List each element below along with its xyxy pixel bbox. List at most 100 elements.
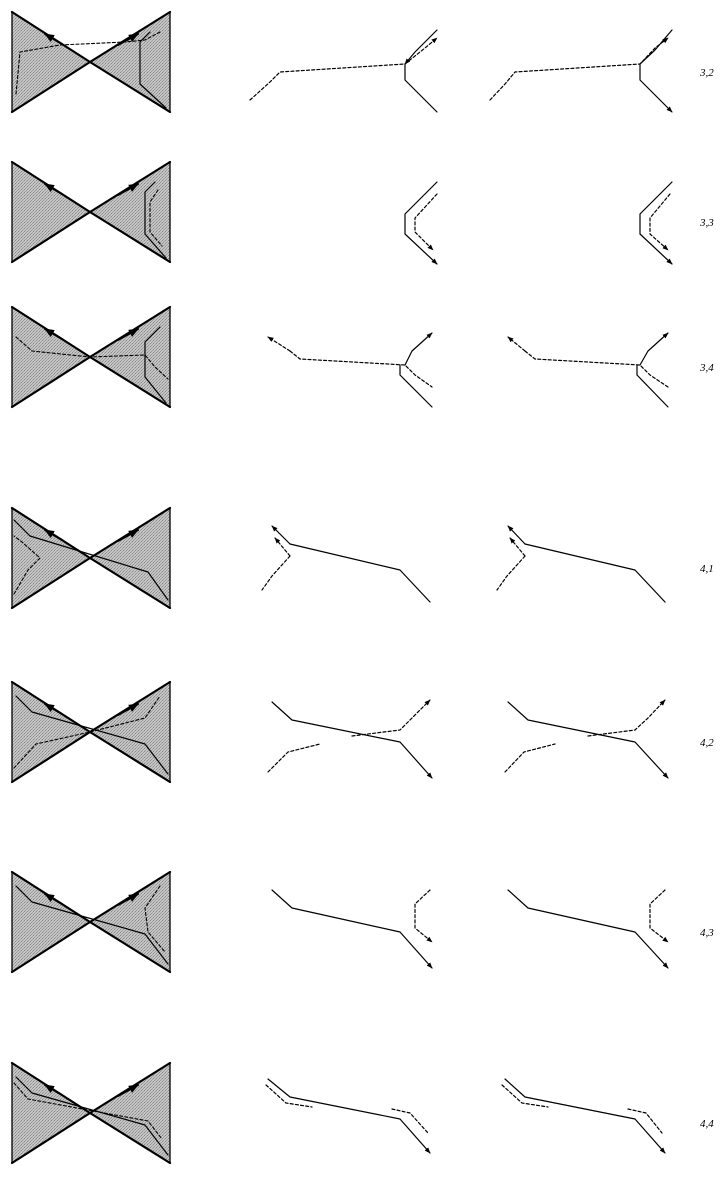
dashed-left-1 <box>504 743 556 773</box>
track-diagram-middle <box>265 1078 431 1154</box>
shaded-region-left <box>12 307 90 407</box>
shaded-region-left <box>12 682 90 782</box>
diagonal-up <box>10 870 172 974</box>
bowtie-figure <box>10 680 172 784</box>
path-solid <box>15 1076 169 1156</box>
row-label: 3,4 <box>699 362 714 374</box>
shaded-region-left <box>12 508 90 608</box>
dashed-lower-3 <box>496 555 526 591</box>
arrow-right <box>117 33 139 46</box>
dashed-right-2 <box>587 699 666 737</box>
row-label: 4,3 <box>700 927 714 939</box>
dashed-track-1 <box>414 889 433 943</box>
shaded-region-right <box>90 307 170 407</box>
track-diagram-middle <box>271 889 433 969</box>
shaded-region-left <box>12 1063 90 1163</box>
shaded-region-right <box>90 508 170 608</box>
arrow-left <box>44 1084 63 1096</box>
path-dashed <box>15 31 161 95</box>
dashed-track-1 <box>649 889 669 943</box>
track-diagram-middle <box>267 699 433 779</box>
track-diagram-right <box>639 181 673 265</box>
arrow-left <box>44 529 63 541</box>
diagram-row: 4,3 <box>10 870 714 974</box>
shaded-region-right <box>90 12 170 112</box>
diagram-row: 4,4 <box>10 1061 714 1165</box>
solid-track-0 <box>271 701 433 779</box>
row-label: 3,3 <box>699 217 714 229</box>
diagonal-up <box>10 1061 172 1165</box>
shaded-region-left <box>12 162 90 262</box>
path-dashed <box>149 189 163 247</box>
row-label: 4,2 <box>700 737 714 749</box>
path-solid <box>139 31 167 109</box>
dashed-left-1 <box>501 1084 549 1108</box>
diagonal-up <box>10 10 172 114</box>
solid-lower-2 <box>404 63 438 113</box>
path-solid <box>13 519 169 601</box>
dashed-track-1 <box>414 193 438 251</box>
diagonal-up <box>10 160 172 264</box>
dashed-upper-2 <box>274 537 291 557</box>
solid-track-0 <box>271 889 433 969</box>
diagram-row: 4,2 <box>10 680 714 784</box>
track-diagram-right <box>489 29 673 113</box>
bowtie-figure <box>10 870 172 974</box>
solid-track-0 <box>404 181 438 265</box>
shaded-region-right <box>90 682 170 782</box>
shaded-region-right <box>90 1063 170 1163</box>
dashed-track-1 <box>524 350 669 388</box>
track-diagram-middle <box>404 181 438 265</box>
dashed-upper-0 <box>507 336 526 352</box>
path-dashed <box>15 336 169 380</box>
diagram-row: 3,3 <box>10 160 714 265</box>
solid-upper-2 <box>404 332 433 366</box>
arrow-right <box>117 703 139 716</box>
dashed-upper-2 <box>509 537 526 557</box>
track-diagram-right <box>504 699 669 779</box>
dashed-right-2 <box>351 699 431 737</box>
row-label: 3,2 <box>699 67 714 79</box>
track-diagram-middle <box>249 29 438 113</box>
bowtie-figure <box>10 506 172 610</box>
track-diagram-middle <box>267 332 433 408</box>
diagonal-up <box>10 506 172 610</box>
solid-upper-1 <box>404 29 438 65</box>
solid-track-0 <box>507 701 669 779</box>
arrow-right <box>117 328 139 341</box>
solid-upper-0 <box>271 525 291 545</box>
path-solid <box>15 695 169 775</box>
track-diagram-middle <box>261 525 431 603</box>
track-diagram-right <box>501 1078 666 1154</box>
solid-upper-0 <box>507 525 526 545</box>
shaded-region-left <box>12 872 90 972</box>
solid-track-0 <box>504 1078 666 1154</box>
arrow-left <box>44 703 63 715</box>
dashed-track-0 <box>249 37 438 101</box>
dashed-track-1 <box>649 193 671 251</box>
dashed-right-2 <box>391 1108 429 1134</box>
arrow-right <box>117 893 139 906</box>
row-label: 4,4 <box>700 1118 714 1130</box>
dashed-track-0 <box>489 37 669 101</box>
path-solid <box>144 326 167 404</box>
shaded-region-right <box>90 162 170 262</box>
solid-upper-2 <box>639 332 669 366</box>
dashed-lower-3 <box>261 555 291 591</box>
path-dashed <box>13 535 41 595</box>
arrow-right <box>117 1084 139 1097</box>
bowtie-figure <box>10 1061 172 1165</box>
arrow-left <box>44 893 63 905</box>
bowtie-figure <box>10 160 172 264</box>
dashed-track-1 <box>289 350 433 388</box>
diagram-row: 3,4 <box>10 305 714 409</box>
solid-track-0 <box>267 1078 431 1154</box>
solid-lower-3 <box>636 364 669 408</box>
arrow-right <box>117 529 139 542</box>
solid-lower-3 <box>399 364 433 408</box>
path-dashed <box>144 885 166 953</box>
diagram-row: 3,2 <box>10 10 714 114</box>
path-solid <box>144 181 167 259</box>
solid-track-0 <box>507 889 669 969</box>
